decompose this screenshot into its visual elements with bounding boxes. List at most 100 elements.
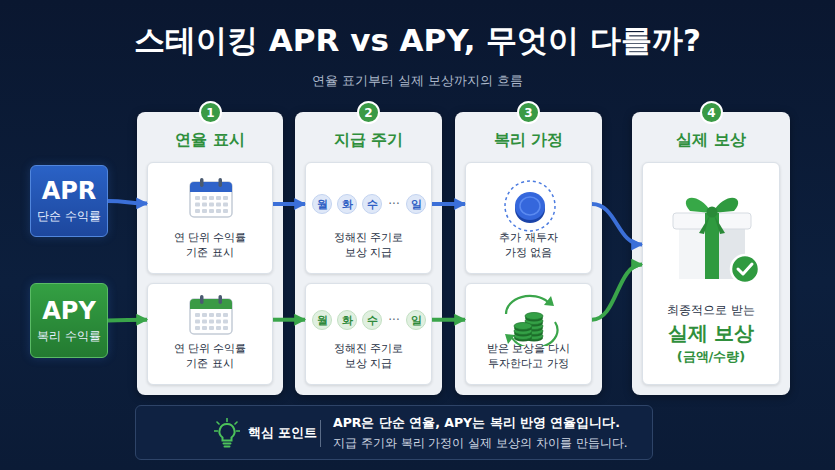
svg-rect	[209, 209, 214, 213]
cal-icon	[188, 177, 234, 219]
card-text-0: 추가 재투자 가정 없음	[489, 230, 569, 260]
svg-rect	[223, 196, 228, 200]
gift-text-2: (금액/수량)	[643, 348, 779, 366]
key-text-2: 지급 주기와 복리 가정이 실제 보상의 차이를 만듭니다.	[333, 435, 628, 452]
svg-svg	[657, 177, 767, 289]
card-text-0: 받은 보상을 다시 투자한다고 가정	[479, 341, 579, 371]
pill-text-0: 월	[317, 198, 328, 210]
svg-path	[190, 182, 232, 192]
day-pill: 월	[312, 310, 332, 330]
pill-text-0: 수	[367, 198, 378, 210]
num-text-0: 3	[524, 106, 532, 120]
day-pill: 수	[362, 310, 382, 330]
separator-line	[320, 420, 321, 447]
svg-rect	[209, 320, 214, 324]
card-text-0: 정해진 주기로 보상 지급	[327, 230, 411, 260]
key-text-0: 핵심 포인트	[248, 425, 317, 442]
svg-path	[224, 444, 231, 447]
svg-rect	[209, 203, 214, 207]
svg-circle	[731, 255, 759, 283]
day-pill: 화	[337, 310, 357, 330]
svg-ellipse	[514, 323, 532, 330]
svg-rect	[679, 225, 709, 279]
step-panel: 연율 표시1연 단위 수익률 기준 표시연 단위 수익률 기준 표시	[137, 112, 283, 395]
svg-rect	[223, 320, 228, 324]
svg-ellipse	[520, 197, 540, 215]
svg-path	[505, 296, 547, 314]
apy-box: APY 복리 수익률	[30, 283, 108, 358]
panel-text-0: 복리 가정	[455, 130, 602, 151]
svg-rect	[195, 313, 200, 317]
svg-path	[714, 215, 725, 234]
pill-text-0: 월	[317, 314, 328, 326]
reward-card: 최종적으로 받는실제 보상(금액/수량)	[642, 162, 780, 385]
svg-rect	[202, 326, 207, 330]
gift-text-1: 실제 보상	[643, 320, 779, 347]
svg-rect	[219, 295, 223, 304]
ellipsis-mark: ···	[383, 310, 405, 330]
step-card: 정해진 주기로 보상 지급 월 화 수 일···	[305, 162, 432, 274]
pill-text-0: 화	[342, 198, 353, 210]
step-panel: 지급 주기2정해진 주기로 보상 지급월화수일···정해진 주기로 보상 지급월…	[295, 112, 442, 395]
svg-rect	[219, 178, 223, 187]
svg-path	[190, 299, 232, 309]
svg-rect	[223, 313, 228, 317]
num-text-0: 2	[364, 106, 372, 120]
coin-icon	[500, 177, 560, 235]
side-text-1: 단순 수익률	[37, 208, 101, 225]
svg-rect	[200, 295, 204, 304]
step-panel: 복리 가정3추가 재투자 가정 없음받은 보상을 다시 투자한다고 가정	[455, 112, 602, 395]
subtitle: 연율 표기부터 실제 보상까지의 흐름	[0, 72, 835, 90]
svg-rect	[202, 203, 207, 207]
gift-text-0: 최종적으로 받는	[643, 302, 779, 319]
svg-rect	[190, 299, 232, 334]
step-number: 2	[357, 101, 380, 124]
svg-circle	[505, 181, 555, 231]
svg-rect	[209, 326, 214, 330]
svg-rect	[216, 326, 221, 330]
svg-svg	[492, 292, 568, 346]
day-pill: 일	[406, 310, 426, 330]
svg-rect	[195, 209, 200, 213]
stack-icon	[492, 292, 568, 346]
side-text-1: 복리 수익률	[37, 328, 101, 345]
day-pill: 수	[362, 194, 382, 214]
step-panel: 실제 보상4최종적으로 받는실제 보상(금액/수량)	[632, 112, 790, 395]
svg-rect	[216, 196, 221, 200]
svg-polygon	[505, 334, 515, 344]
svg-rect	[195, 196, 200, 200]
svg-svg	[500, 177, 560, 235]
card-text-0: 정해진 주기로 보상 지급	[327, 341, 411, 371]
step-card: 정해진 주기로 보상 지급 월화수 일 ···	[305, 283, 432, 385]
pill-text-0: 수	[367, 314, 378, 326]
panel-text-0: 지급 주기	[295, 130, 442, 151]
side-text-0: APY	[42, 297, 96, 325]
step-number: 4	[700, 101, 723, 124]
svg-rect	[223, 203, 228, 207]
key-point-box: 핵심 포인트APR은 단순 연율, APY는 복리 반영 연율입니다.지급 주기…	[135, 405, 653, 460]
step-card: 받은 보상을 다시 투자한다고 가정	[465, 283, 592, 385]
gift-icon	[657, 177, 767, 289]
flow-arrow	[592, 204, 642, 245]
svg-svg	[214, 418, 240, 448]
card-text-0: 연 단위 수익률 기준 표시	[168, 230, 252, 260]
flow-arrow	[273, 318, 305, 322]
flow-arrow	[108, 201, 147, 203]
ellipsis-mark: ···	[383, 194, 405, 214]
card-text-0: 연 단위 수익률 기준 표시	[168, 341, 252, 371]
flow-arrow	[592, 265, 642, 320]
pill-text-0: 일	[411, 314, 422, 326]
cal-icon	[188, 294, 234, 336]
svg-rect	[202, 196, 207, 200]
day-pill: 월	[312, 194, 332, 214]
svg-rect	[216, 320, 221, 324]
day-pill: 일	[406, 194, 426, 214]
svg-rect	[216, 203, 221, 207]
svg-rect	[223, 326, 228, 330]
flow-arrow	[108, 318, 147, 323]
side-text-0: APR	[42, 177, 97, 205]
step-card: 연 단위 수익률 기준 표시	[147, 162, 273, 274]
step-card: 추가 재투자 가정 없음	[465, 162, 592, 274]
